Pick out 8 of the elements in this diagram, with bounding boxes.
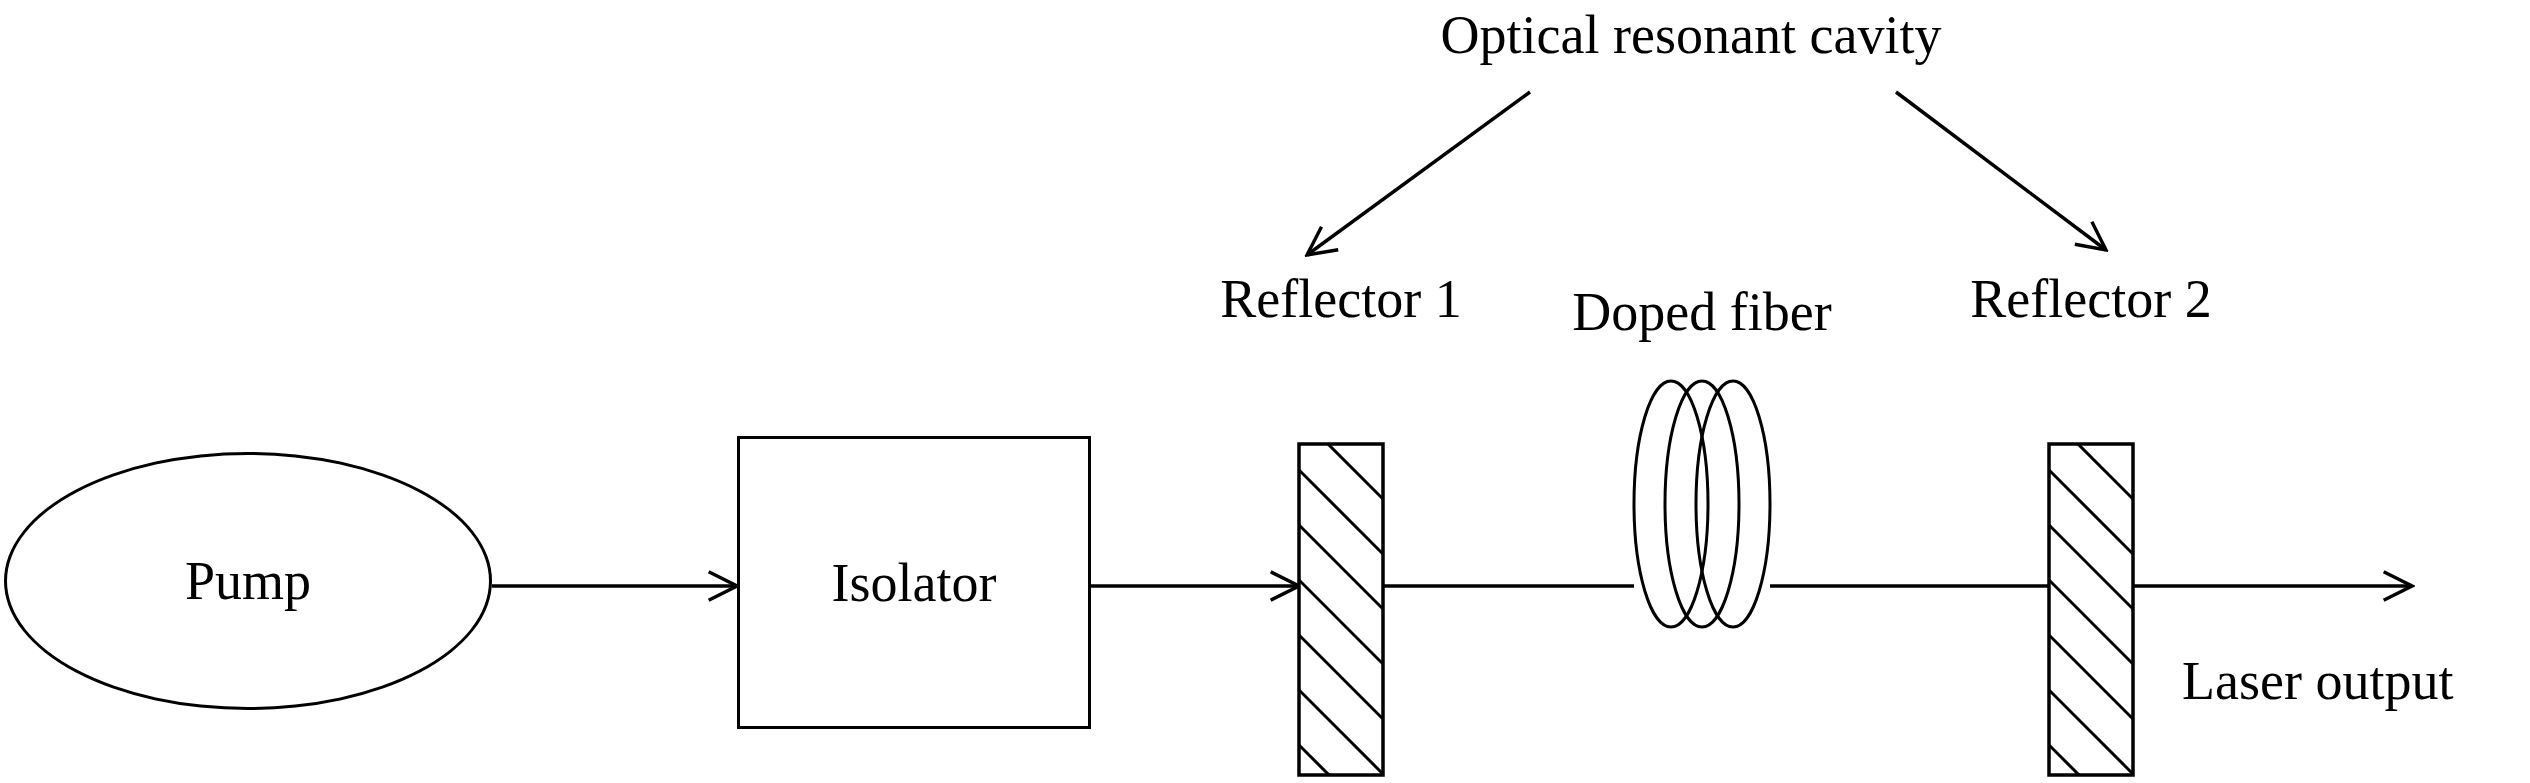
arrow <box>1305 90 1532 257</box>
arrow <box>492 570 739 602</box>
node-label: Pump <box>184 550 311 612</box>
node-label: Isolator <box>831 551 997 614</box>
component-label: Reflector 2 <box>1970 272 2212 326</box>
arrow <box>1894 90 2108 252</box>
component-label: Reflector 1 <box>1220 272 1462 326</box>
process-box <box>737 436 1091 729</box>
